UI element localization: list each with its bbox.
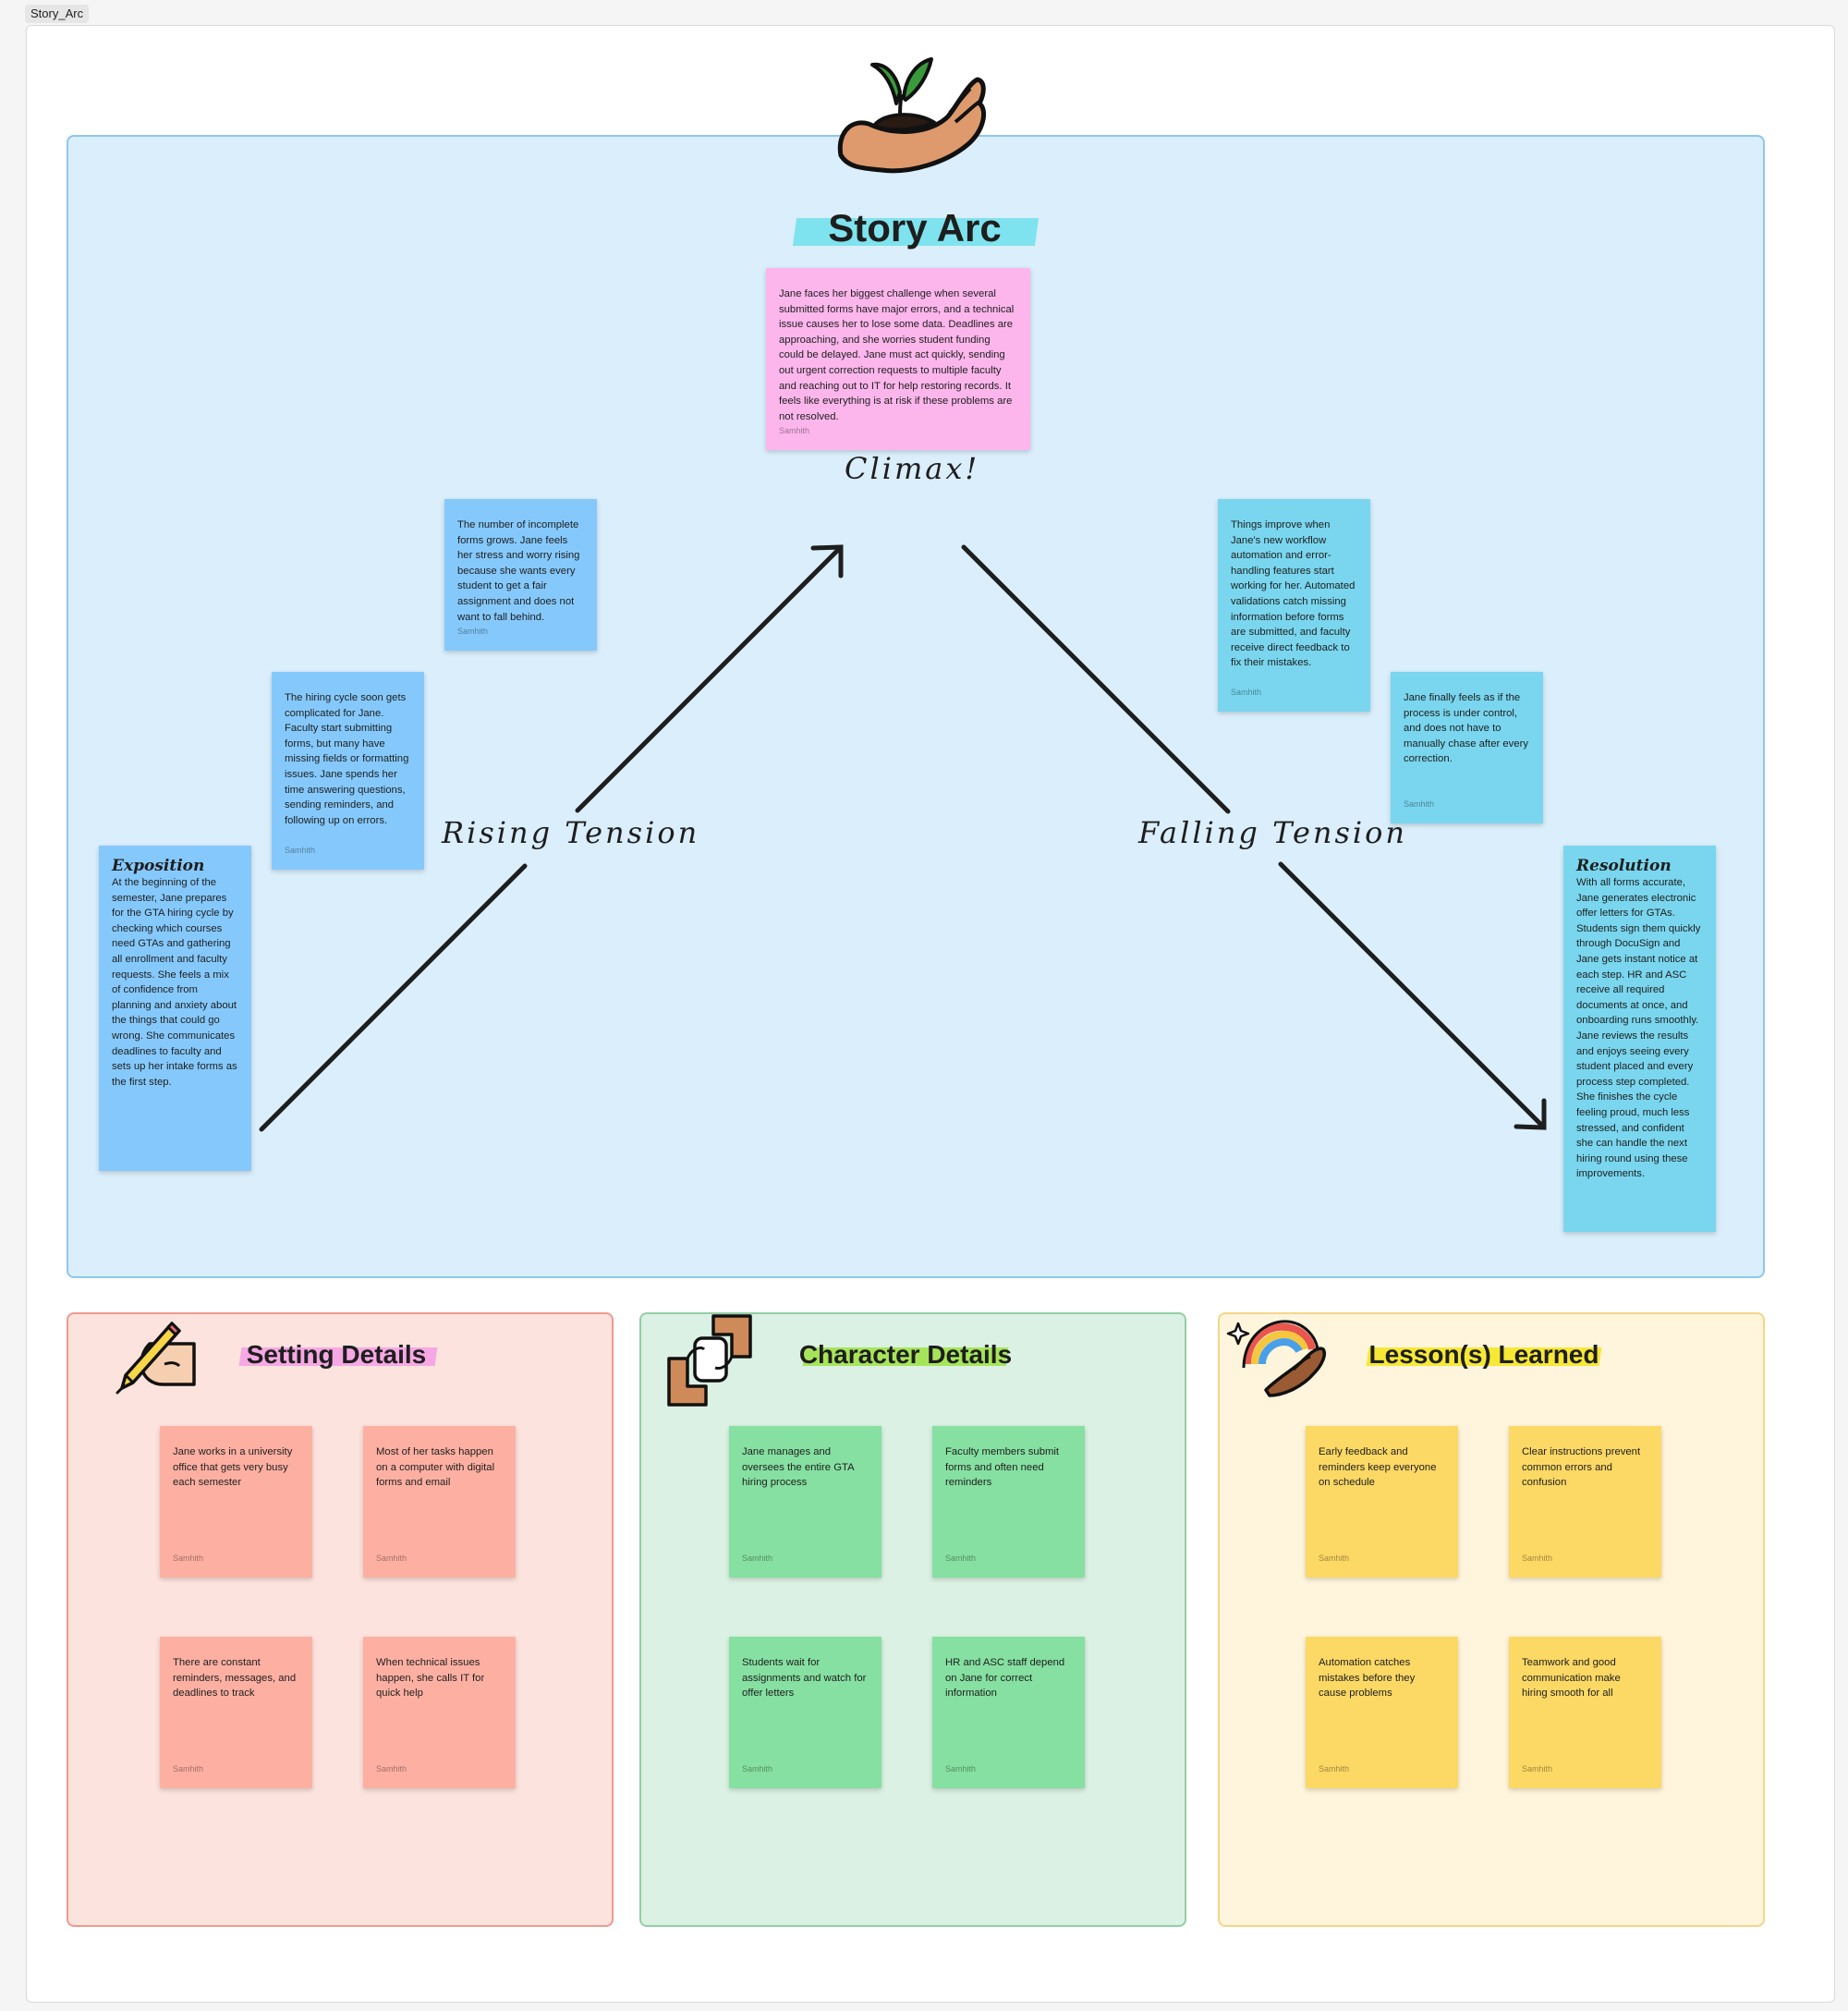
sticky-author: Samhith: [173, 1764, 204, 1774]
character-details-title: Character Details: [795, 1336, 1016, 1373]
sticky-note-resolution[interactable]: Resolution With all forms accurate, Jane…: [1563, 846, 1716, 1232]
sticky-text: Early feedback and reminders keep everyo…: [1319, 1446, 1437, 1489]
sticky-note-setting-1[interactable]: Jane works in a university office that g…: [160, 1426, 312, 1578]
sticky-author: Samhith: [945, 1764, 977, 1774]
sticky-text: Things improve when Jane's new workflow …: [1231, 519, 1356, 669]
lessons-learned-title-text: Lesson(s) Learned: [1368, 1340, 1599, 1369]
sticky-note-rising-tension-mid[interactable]: The hiring cycle soon gets complicated f…: [272, 672, 424, 870]
sticky-note-falling-tension-top[interactable]: Things improve when Jane's new workflow …: [1218, 499, 1370, 712]
character-details-section[interactable]: [639, 1312, 1186, 1927]
sticky-text: Jane manages and oversees the entire GTA…: [742, 1446, 854, 1489]
sticky-note-rising-tension-top[interactable]: The number of incomplete forms grows. Ja…: [444, 499, 597, 651]
rising-tension-label: Rising Tension: [442, 815, 700, 850]
sticky-author: Samhith: [1522, 1554, 1553, 1564]
sticky-note-character-2[interactable]: Faculty members submit forms and often n…: [932, 1426, 1085, 1578]
sticky-text: The number of incomplete forms grows. Ja…: [457, 519, 580, 623]
sticky-author: Samhith: [1522, 1764, 1553, 1774]
sticky-author: Samhith: [457, 627, 489, 637]
sticky-text: HR and ASC staff depend on Jane for corr…: [945, 1657, 1065, 1700]
sticky-author: Samhith: [742, 1764, 773, 1774]
exposition-title: Exposition: [112, 857, 205, 875]
sticky-note-exposition[interactable]: Exposition At the beginning of the semes…: [99, 846, 251, 1171]
sticky-text: The hiring cycle soon gets complicated f…: [285, 692, 409, 826]
sticky-author: Samhith: [742, 1554, 773, 1564]
setting-details-title-text: Setting Details: [246, 1340, 427, 1369]
sticky-text: Faculty members submit forms and often n…: [945, 1446, 1060, 1489]
sticky-note-falling-tension-mid[interactable]: Jane finally feels as if the process is …: [1391, 672, 1543, 823]
sticky-author: Samhith: [1231, 688, 1262, 698]
setting-details-section[interactable]: [67, 1312, 614, 1927]
sticky-author: Samhith: [285, 846, 316, 856]
resolution-title: Resolution: [1576, 857, 1672, 875]
lessons-learned-section[interactable]: [1218, 1312, 1765, 1927]
sticky-author: Samhith: [376, 1554, 407, 1564]
hands-frame-icon: [663, 1312, 756, 1408]
sticky-author: Samhith: [1319, 1554, 1350, 1564]
sticky-author: Samhith: [376, 1764, 407, 1774]
sticky-note-setting-4[interactable]: When technical issues happen, she calls …: [363, 1637, 516, 1788]
lessons-learned-title: Lesson(s) Learned: [1355, 1336, 1613, 1373]
sticky-author: Samhith: [1319, 1764, 1350, 1774]
sticky-text: At the beginning of the semester, Jane p…: [112, 877, 237, 1088]
sticky-text: With all forms accurate, Jane generates …: [1576, 877, 1701, 1180]
frame-label[interactable]: Story_Arc: [25, 5, 90, 23]
sticky-note-setting-3[interactable]: There are constant reminders, messages, …: [160, 1637, 312, 1788]
sticky-text: When technical issues happen, she calls …: [376, 1657, 485, 1700]
sticky-note-lesson-1[interactable]: Early feedback and reminders keep everyo…: [1306, 1426, 1458, 1578]
sticky-text: Students wait for assignments and watch …: [742, 1657, 867, 1700]
sticky-text: Clear instructions prevent common errors…: [1522, 1446, 1641, 1489]
sticky-note-setting-2[interactable]: Most of her tasks happen on a computer w…: [363, 1426, 516, 1578]
hand-holding-rainbow-icon: [1225, 1312, 1329, 1397]
sticky-note-character-3[interactable]: Students wait for assignments and watch …: [729, 1637, 881, 1788]
character-details-title-text: Character Details: [798, 1340, 1013, 1369]
sticky-note-climax[interactable]: Jane faces her biggest challenge when se…: [766, 268, 1030, 450]
hand-holding-sprout-icon: [832, 44, 989, 176]
story-arc-title: Story Arc: [776, 205, 1053, 251]
climax-label: Climax!: [845, 451, 980, 486]
sticky-text: Jane faces her biggest challenge when se…: [779, 288, 1015, 422]
sticky-text: Teamwork and good communication make hir…: [1522, 1657, 1621, 1700]
sticky-author: Samhith: [779, 426, 810, 436]
sticky-text: Automation catches mistakes before they …: [1319, 1657, 1416, 1700]
sticky-text: Jane finally feels as if the process is …: [1404, 692, 1528, 765]
sticky-text: Most of her tasks happen on a computer w…: [376, 1446, 495, 1489]
setting-details-title: Setting Details: [227, 1336, 445, 1373]
sticky-text: Jane works in a university office that g…: [173, 1446, 293, 1489]
sticky-note-character-1[interactable]: Jane manages and oversees the entire GTA…: [729, 1426, 881, 1578]
sticky-note-lesson-3[interactable]: Automation catches mistakes before they …: [1306, 1637, 1458, 1788]
falling-tension-label: Falling Tension: [1138, 815, 1408, 850]
sticky-author: Samhith: [1404, 799, 1435, 810]
sticky-text: There are constant reminders, messages, …: [173, 1657, 297, 1700]
sticky-author: Samhith: [173, 1554, 204, 1564]
sticky-note-lesson-4[interactable]: Teamwork and good communication make hir…: [1509, 1637, 1661, 1788]
hand-writing-pencil-icon: [115, 1320, 198, 1396]
sticky-note-character-4[interactable]: HR and ASC staff depend on Jane for corr…: [932, 1637, 1085, 1788]
sticky-note-lesson-2[interactable]: Clear instructions prevent common errors…: [1509, 1426, 1661, 1578]
story-arc-title-text: Story Arc: [828, 206, 1002, 250]
sticky-author: Samhith: [945, 1554, 977, 1564]
